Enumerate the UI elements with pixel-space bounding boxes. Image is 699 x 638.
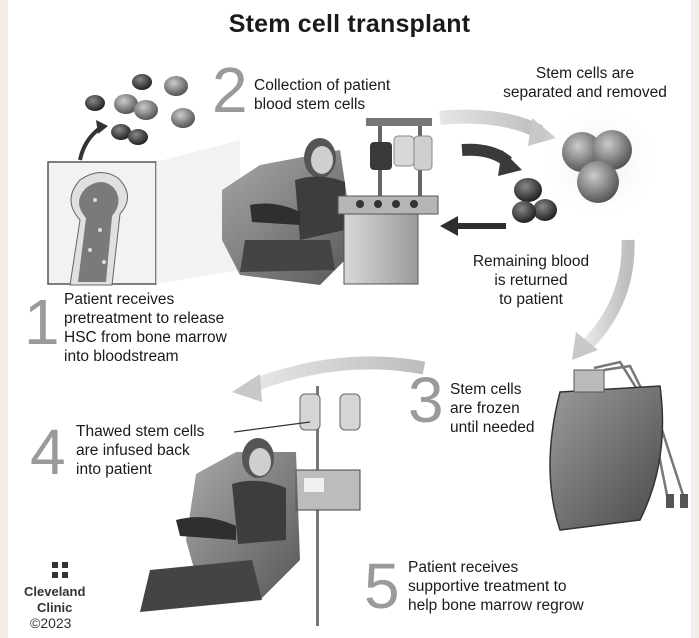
frozen-stem-cell-bag bbox=[550, 362, 688, 530]
returned-label: Remaining blood is returned to patient bbox=[456, 252, 606, 309]
cleveland-clinic-logo-icon bbox=[52, 562, 68, 578]
patient-apheresis-figure bbox=[222, 138, 355, 285]
separated-line: separated and removed bbox=[480, 83, 690, 102]
step-5-number: 5 bbox=[364, 554, 400, 618]
step-2-line: Collection of patient bbox=[254, 76, 390, 95]
step-1-number: 1 bbox=[24, 290, 60, 354]
step-1-line: Patient receives bbox=[64, 290, 227, 309]
returned-line: is returned bbox=[456, 271, 606, 290]
step-2-number: 2 bbox=[212, 58, 248, 122]
step-3-line: Stem cells bbox=[450, 380, 534, 399]
step-1-text: Patient receives pretreatment to release… bbox=[64, 290, 227, 366]
step-3-line: are frozen bbox=[450, 399, 534, 418]
step-2-line: blood stem cells bbox=[254, 95, 390, 114]
step-4-line: Thawed stem cells bbox=[76, 422, 204, 441]
separated-line: Stem cells are bbox=[480, 64, 690, 83]
copyright: ©2023 bbox=[30, 615, 71, 631]
stem-cells-icon bbox=[538, 100, 662, 224]
arrow-to-infusion-icon bbox=[252, 363, 424, 386]
step-1-line: HSC from bone marrow bbox=[64, 328, 227, 347]
arrow-to-stem-cells-icon bbox=[440, 117, 540, 132]
step-2-text: Collection of patient blood stem cells bbox=[254, 76, 390, 114]
cleveland-clinic-logo: Cleveland Clinic bbox=[24, 584, 85, 616]
step-4-text: Thawed stem cells are infused back into … bbox=[76, 422, 204, 479]
returned-line: to patient bbox=[456, 290, 606, 309]
step-1-line: pretreatment to release bbox=[64, 309, 227, 328]
step-5-line: supportive treatment to bbox=[408, 577, 584, 596]
pointer-line bbox=[234, 422, 310, 432]
step-4-number: 4 bbox=[30, 420, 66, 484]
step-3-line: until needed bbox=[450, 418, 534, 437]
step-5-text: Patient receives supportive treatment to… bbox=[408, 558, 584, 615]
step-5-line: help bone marrow regrow bbox=[408, 596, 584, 615]
step-4-line: are infused back bbox=[76, 441, 204, 460]
returned-line: Remaining blood bbox=[456, 252, 606, 271]
step-3-text: Stem cells are frozen until needed bbox=[450, 380, 534, 437]
step-4-line: into patient bbox=[76, 460, 204, 479]
bone-marrow-inset bbox=[48, 140, 240, 285]
diagram-title: Stem cell transplant bbox=[0, 10, 699, 39]
apheresis-machine bbox=[338, 118, 438, 284]
logo-line-1: Cleveland bbox=[24, 584, 85, 600]
step-1-line: into bloodstream bbox=[64, 347, 227, 366]
separated-label: Stem cells are separated and removed bbox=[480, 64, 690, 102]
logo-line-2: Clinic bbox=[24, 600, 85, 616]
blood-cells-cluster bbox=[85, 74, 195, 145]
step-3-number: 3 bbox=[408, 368, 444, 432]
arrow-up-icon bbox=[80, 128, 100, 160]
step-5-line: Patient receives bbox=[408, 558, 584, 577]
